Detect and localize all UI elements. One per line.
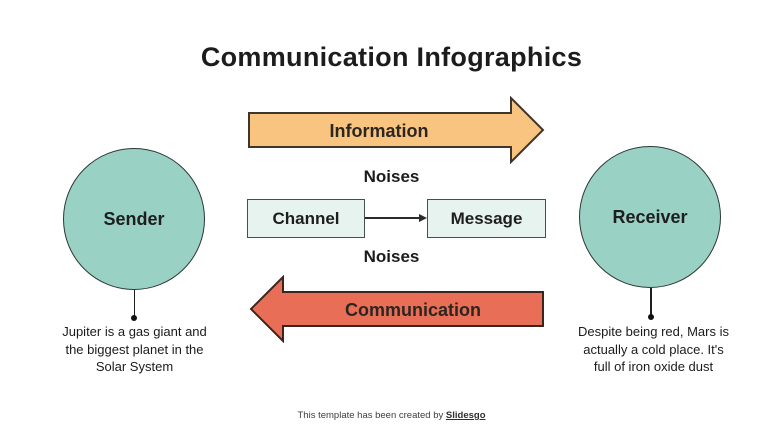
receiver-stem-line	[650, 288, 652, 315]
channel-box: Channel	[247, 199, 365, 238]
information-arrow-label: Information	[329, 120, 429, 141]
footer-brand-link[interactable]: Slidesgo	[445, 410, 486, 421]
channel-message-connector-line	[365, 217, 421, 219]
noises-top-label: Noises	[363, 167, 420, 186]
receiver-circle: Receiver	[579, 146, 721, 288]
communication-arrow-label: Communication	[344, 299, 481, 320]
sender-stem-line	[133, 290, 135, 316]
footer-credit-text: This template has been created by	[297, 410, 446, 421]
sender-caption: Jupiter is a gas giant and the biggest p…	[62, 324, 207, 374]
sender-stem-dot-icon	[131, 315, 137, 321]
message-box: Message	[427, 199, 546, 238]
noises-bottom-label: Noises	[363, 247, 420, 266]
channel-message-connector-arrowhead	[419, 213, 427, 222]
slide-title: Communication Infographics	[200, 42, 583, 72]
sender-circle: Sender	[63, 148, 205, 290]
information-arrow-icon	[248, 96, 545, 164]
receiver-stem-dot-icon	[647, 314, 654, 320]
footer-credit: This template has been created by Slides…	[0, 410, 783, 421]
receiver-caption: Despite being red, Mars is actually a co…	[577, 324, 729, 374]
communication-arrow-icon	[249, 275, 544, 343]
